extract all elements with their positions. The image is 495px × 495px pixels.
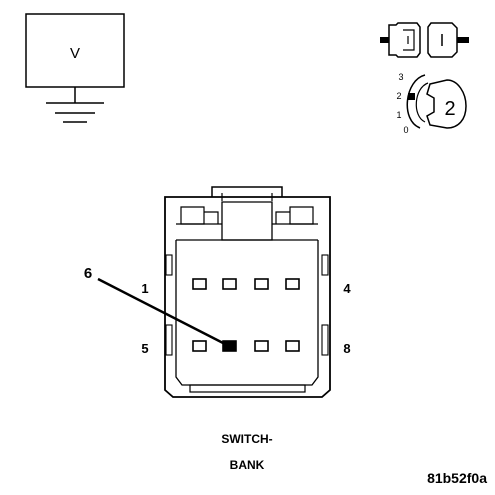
pin-cavity-7 bbox=[254, 340, 269, 352]
pin-cavity-8 bbox=[285, 340, 300, 352]
pin-cavity-5 bbox=[192, 340, 207, 352]
pin-label-5: 5 bbox=[141, 341, 148, 356]
voltmeter-symbol: V bbox=[25, 13, 125, 123]
pin-label-4: 4 bbox=[343, 281, 351, 296]
pin-label-1: 1 bbox=[141, 281, 148, 296]
pin-cavity-2 bbox=[222, 278, 237, 290]
pin-label-8: 8 bbox=[343, 341, 350, 356]
key-position-1: 1 bbox=[396, 110, 401, 120]
connector-lock-tab bbox=[211, 186, 283, 197]
pin-cavity-1 bbox=[192, 278, 207, 290]
key-number: 2 bbox=[444, 98, 455, 120]
figure-id: 81b52f0a bbox=[427, 470, 487, 486]
pin-cavity-3 bbox=[254, 278, 269, 290]
key-position-0: 0 bbox=[403, 125, 408, 135]
pin-cavity-4 bbox=[285, 278, 300, 290]
connector-disconnect-icon bbox=[380, 22, 469, 58]
key-position-3: 3 bbox=[398, 72, 403, 82]
callout-label: 6 bbox=[84, 265, 92, 282]
pin-cavity-6 bbox=[222, 340, 237, 352]
connector-name-line1: SWITCH- bbox=[221, 432, 272, 446]
connector-inner-wall bbox=[175, 240, 319, 386]
ignition-key-icon: 3 2 1 0 2 bbox=[396, 72, 467, 135]
key-position-2: 2 bbox=[396, 91, 401, 101]
callout-leader-line bbox=[97, 277, 226, 346]
switch-bank-connector: 1 4 5 8 6 bbox=[84, 186, 351, 398]
connector-name-line2: BANK bbox=[230, 458, 265, 472]
connector-housing bbox=[164, 196, 331, 398]
voltmeter-label: V bbox=[70, 45, 80, 62]
